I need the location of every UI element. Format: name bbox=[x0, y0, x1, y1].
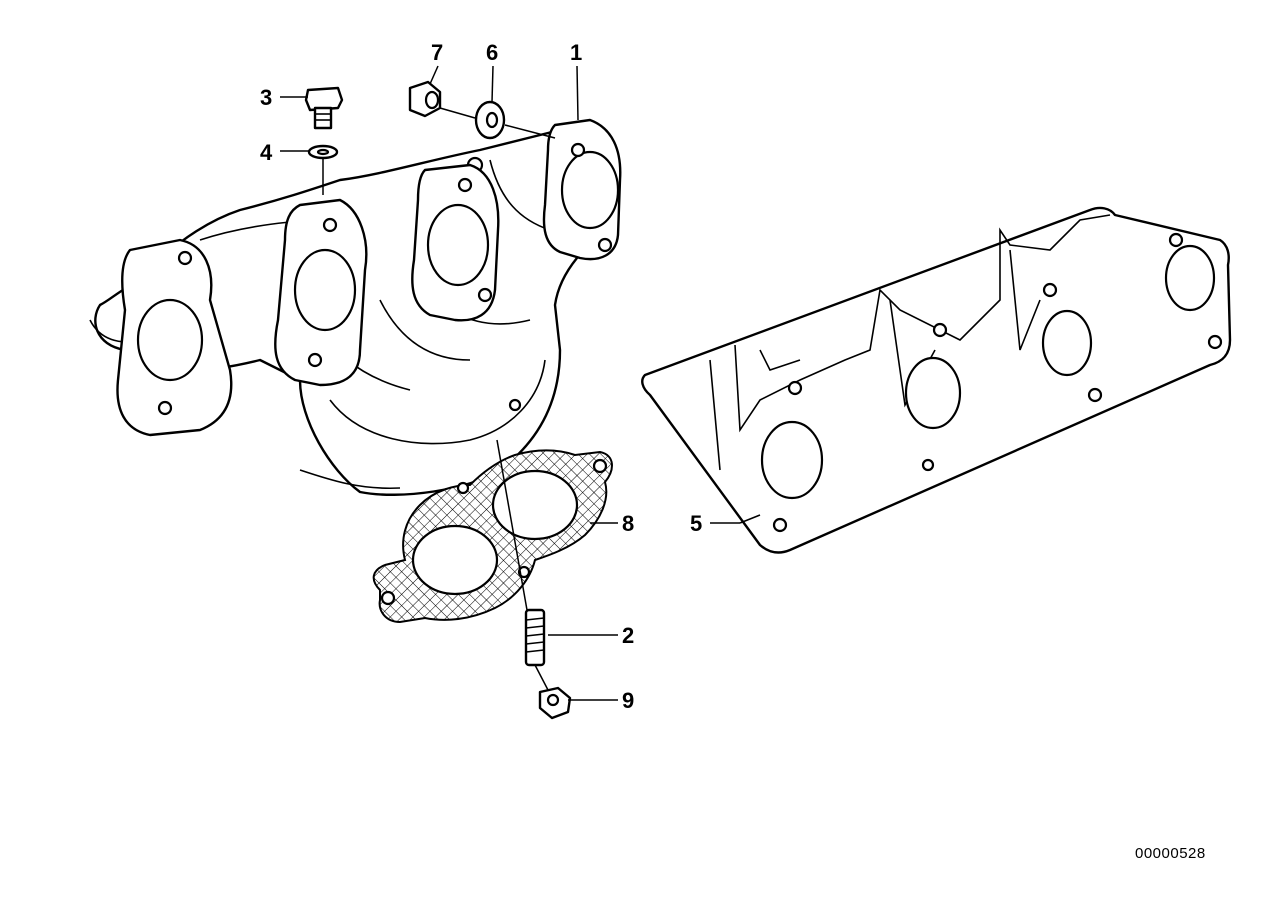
callout-2: 2 bbox=[622, 623, 634, 648]
exhaust-manifold-drawing bbox=[89, 118, 622, 496]
callout-8: 8 bbox=[622, 511, 634, 536]
flange-gasket-drawing bbox=[372, 449, 613, 624]
lock-nut-drawing bbox=[538, 686, 572, 720]
callout-5: 5 bbox=[690, 511, 702, 536]
document-id: 00000528 bbox=[1135, 845, 1206, 862]
callout-1: 1 bbox=[570, 40, 582, 65]
washer-drawing bbox=[307, 144, 339, 160]
nut-drawing bbox=[408, 80, 442, 118]
stud-drawing bbox=[524, 608, 546, 667]
callout-3: 3 bbox=[260, 85, 272, 110]
bolt-drawing bbox=[304, 86, 344, 130]
callout-4: 4 bbox=[260, 140, 273, 165]
callout-9: 9 bbox=[622, 688, 634, 713]
flat-washer-drawing bbox=[474, 100, 506, 140]
callout-7: 7 bbox=[431, 40, 443, 65]
callout-6: 6 bbox=[486, 40, 498, 65]
manifold-gasket-drawing bbox=[641, 206, 1232, 554]
